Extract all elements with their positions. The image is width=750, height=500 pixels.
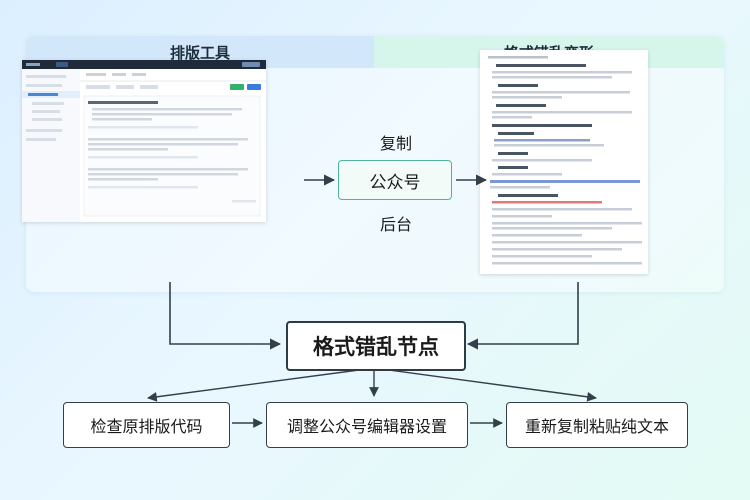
layout-tool-mock-graphic [22,60,266,222]
format-error-node: 格式错乱节点 [286,321,466,371]
right-branch-to-main [466,282,579,350]
garbled-format-screenshot [480,50,648,274]
step-repaste-plain-text: 重新复制粘贴纯文本 [506,402,688,448]
layout-tool-screenshot [22,60,266,222]
copy-label: 复制 [379,134,412,153]
garbled-document-mock-graphic [488,56,642,265]
arrow-to-step-3 [373,367,597,402]
arrow-to-step-1 [147,367,375,402]
backend-label: 后台 [379,215,412,234]
left-branch-to-main [169,282,282,350]
wechat-official-account-box: 公众号 [338,160,452,200]
step-adjust-editor-settings: 调整公众号编辑器设置 [266,402,468,448]
step-check-original-code: 检查原排版代码 [63,402,230,448]
